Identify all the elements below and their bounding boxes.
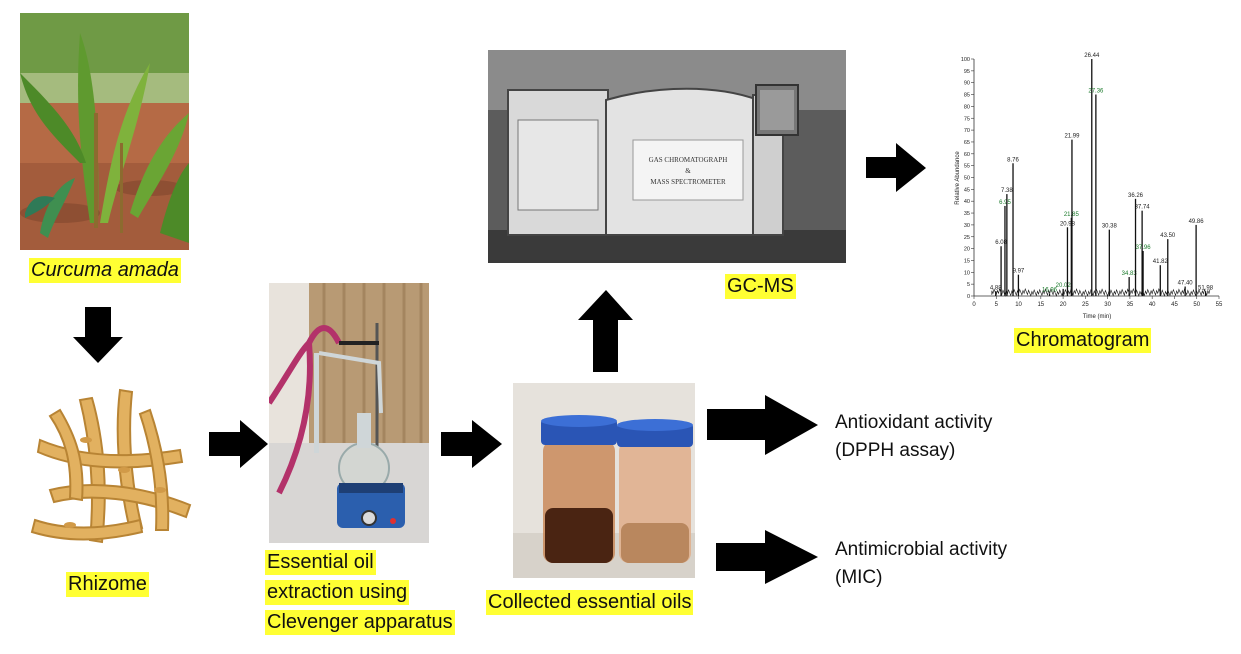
chromatogram-xlabel: Time (min) — [1083, 314, 1111, 320]
chromatogram-axes: 0 5 10 15 20 25 30 35 40 45 50 55 0 5 10 15 20 25 30 35 40 45… — [961, 57, 1223, 308]
antimicrobial-line1: Antimicrobial activity — [835, 539, 1008, 560]
peak-label: 4.88 — [990, 285, 1002, 291]
peak-label: 41.82 — [1153, 259, 1169, 265]
peak-label: 26.44 — [1084, 53, 1100, 59]
y-tick-label: 70 — [964, 128, 970, 134]
x-tick-label: 15 — [1037, 302, 1044, 308]
peak-label: 8.76 — [1007, 157, 1019, 163]
x-tick-label: 30 — [1104, 302, 1111, 308]
y-tick-label: 65 — [964, 140, 970, 146]
peak-label: 16.96 — [1042, 288, 1058, 294]
y-tick-label: 90 — [964, 81, 970, 87]
baseline-trace — [991, 287, 1211, 297]
y-tick-label: 15 — [964, 258, 970, 264]
antimicrobial-line2: (MIC) — [835, 567, 883, 588]
peak-label: 20.02 — [1056, 283, 1072, 289]
gcms-sign-line3: MASS SPECTROMETER — [650, 178, 726, 186]
y-tick-label: 95 — [964, 69, 970, 75]
clevenger-apparatus-photo — [269, 283, 429, 543]
y-tick-label: 40 — [964, 199, 970, 205]
gcms-sign-line1: GAS CHROMATOGRAPH — [649, 156, 728, 164]
arrow-down-icon — [73, 307, 123, 363]
y-tick-label: 50 — [964, 176, 970, 182]
x-tick-label: 20 — [1060, 302, 1067, 308]
gcms-label: GC-MS — [725, 274, 796, 299]
x-tick-label: 5 — [995, 302, 999, 308]
collected-oils-photo — [513, 383, 695, 578]
arrow-right-icon — [716, 530, 818, 584]
arrow-right-icon — [707, 395, 818, 455]
y-tick-label: 100 — [961, 57, 970, 63]
peak-label: 21.99 — [1064, 134, 1080, 140]
peak-label: 27.36 — [1088, 89, 1104, 95]
extraction-label-line3: Clevenger apparatus — [265, 610, 455, 635]
y-tick-label: 10 — [964, 270, 970, 276]
arrow-right-icon — [866, 143, 926, 192]
peak-label: 6.08 — [995, 240, 1007, 246]
x-tick-label: 10 — [1015, 302, 1022, 308]
y-tick-label: 45 — [964, 187, 970, 193]
y-tick-label: 30 — [964, 223, 970, 229]
peak-label: 7.38 — [1001, 188, 1013, 194]
x-tick-label: 25 — [1082, 302, 1089, 308]
y-tick-label: 55 — [964, 164, 970, 170]
arrow-up-icon — [578, 290, 633, 372]
peak-label: 20.98 — [1060, 221, 1076, 227]
x-tick-label: 40 — [1149, 302, 1156, 308]
y-tick-label: 85 — [964, 93, 970, 99]
y-tick-label: 35 — [964, 211, 970, 217]
peak-label: 43.50 — [1160, 233, 1176, 239]
y-tick-label: 0 — [967, 294, 970, 300]
x-tick-label: 45 — [1171, 302, 1178, 308]
x-tick-label: 35 — [1127, 302, 1134, 308]
y-tick-label: 60 — [964, 152, 970, 158]
peak-label: 36.26 — [1128, 193, 1144, 199]
rhizome-label: Rhizome — [66, 572, 149, 597]
peak-label: 34.83 — [1122, 271, 1138, 277]
extraction-label-line1: Essential oil — [265, 550, 376, 575]
chromatogram-plot: 0 5 10 15 20 25 30 35 40 45 50 55 0 5 10 15 20 25 30 35 40 45… — [955, 53, 1223, 320]
gcms-instrument-photo: GAS CHROMATOGRAPH & MASS SPECTROMETER — [488, 50, 846, 263]
y-tick-label: 5 — [967, 282, 970, 288]
plant-label: Curcuma amada — [29, 258, 181, 283]
gcms-sign-line2: & — [685, 167, 691, 175]
peak-label: 37.96 — [1136, 245, 1152, 251]
antioxidant-line2: (DPPH assay) — [835, 440, 956, 461]
arrow-right-icon — [441, 420, 502, 468]
curcuma-amada-photo — [20, 13, 189, 250]
x-tick-label: 50 — [1193, 302, 1200, 308]
extraction-label-line2: extraction using — [265, 580, 410, 605]
arrow-right-icon — [209, 420, 268, 468]
peak-label: 49.86 — [1189, 219, 1205, 225]
chromatogram-label: Chromatogram — [1014, 328, 1152, 353]
peak-label: 9.97 — [1013, 269, 1025, 275]
y-tick-label: 80 — [964, 104, 970, 110]
antioxidant-line1: Antioxidant activity — [835, 412, 993, 433]
peak-label: 47.40 — [1178, 281, 1194, 287]
y-tick-label: 75 — [964, 116, 970, 122]
peak-label: 51.98 — [1198, 285, 1214, 291]
peak-label: 37.74 — [1135, 205, 1151, 211]
peak-label: 30.38 — [1102, 224, 1118, 230]
x-tick-label: 0 — [972, 302, 976, 308]
chromatogram-ylabel: Relative Abundance — [955, 151, 961, 205]
collected-oils-label: Collected essential oils — [486, 590, 694, 615]
y-tick-label: 20 — [964, 247, 970, 253]
x-tick-label: 55 — [1216, 302, 1223, 308]
y-tick-label: 25 — [964, 235, 970, 241]
rhizome-photo — [20, 380, 200, 563]
peak-label: 6.95 — [999, 200, 1011, 206]
